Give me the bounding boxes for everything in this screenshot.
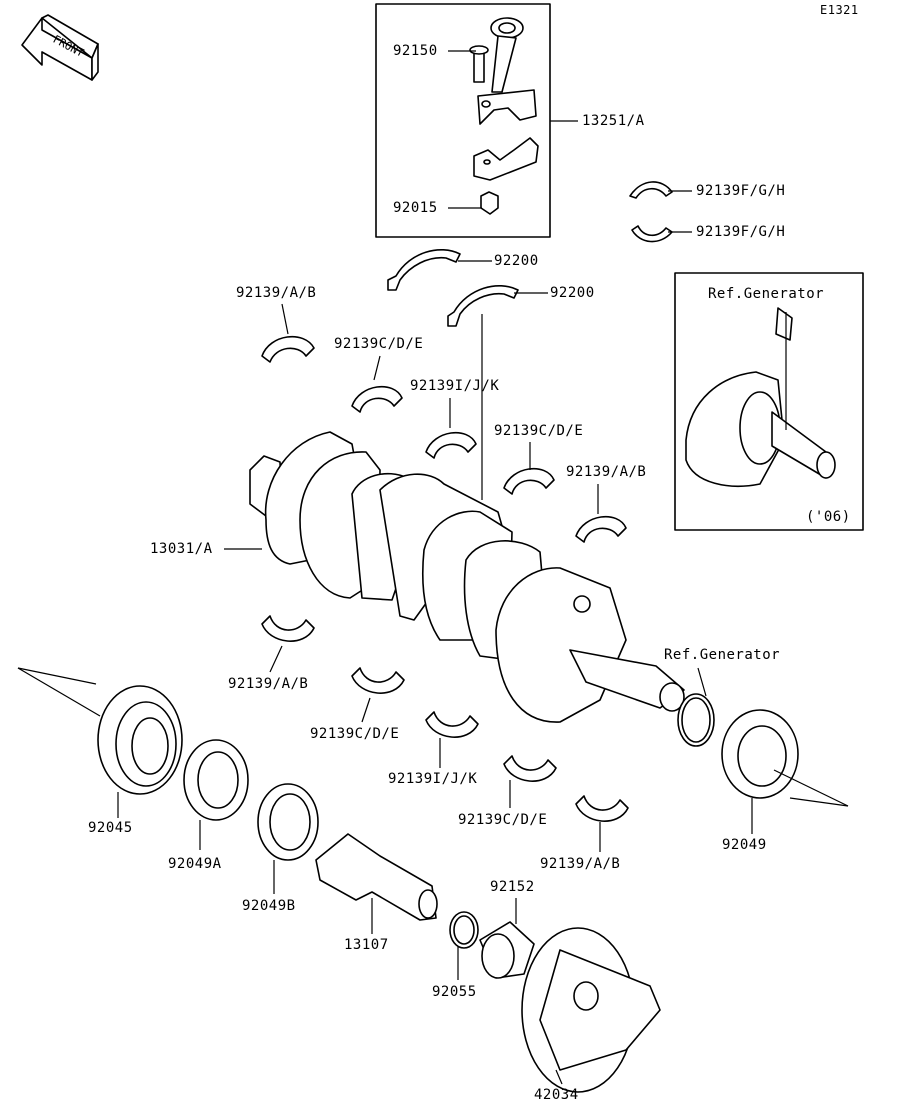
ref-generator-inset-label: Ref.Generator — [708, 286, 825, 302]
ref-generator-inset-box — [674, 272, 864, 531]
part-label-92049: 92049 — [722, 837, 767, 853]
bearing-shell-92139ab-3 — [261, 615, 315, 642]
part-label-92139ijk-2: 92139I/J/K — [388, 771, 478, 787]
bearing-shell-92139ab-2 — [575, 515, 627, 543]
part-label-42034: 42034 — [534, 1087, 579, 1103]
part-label-92152: 92152 — [490, 879, 535, 895]
bearing-shell-92139fgh-1 — [629, 181, 673, 199]
part-label-92139cde-3: 92139C/D/E — [310, 726, 400, 742]
bearing-shell-92139cde-4 — [503, 755, 557, 782]
part-label-92139fgh-1: 92139F/G/H — [696, 183, 786, 199]
part-label-92139cde-4: 92139C/D/E — [458, 812, 548, 828]
connecting-rod — [469, 17, 539, 215]
bearing-shell-92139cde-2 — [503, 467, 555, 495]
bearing-shell-92139ijk-1 — [425, 431, 477, 459]
bearing-shell-92139ab-1 — [261, 335, 315, 363]
part-label-13031a: 13031/A — [150, 541, 213, 557]
coupling-42034 — [521, 927, 661, 1093]
part-label-92015: 92015 — [393, 200, 438, 216]
ref-generator-label: Ref.Generator — [664, 647, 781, 663]
part-label-92049b: 92049B — [242, 898, 296, 914]
part-label-92139ab-3: 92139/A/B — [228, 676, 309, 692]
part-label-92139ab-4: 92139/A/B — [540, 856, 621, 872]
front-arrow-icon: FRONT — [21, 14, 99, 81]
bearing-shell-92139cde-1 — [351, 385, 403, 413]
part-label-92139ab-1: 92139/A/B — [236, 285, 317, 301]
part-label-92139fgh-2: 92139F/G/H — [696, 224, 786, 240]
generator-end-crank — [685, 307, 836, 487]
o-ring-92055 — [449, 911, 479, 949]
bearing-shell-92139ijk-2 — [425, 711, 479, 738]
part-label-92139cde-1: 92139C/D/E — [334, 336, 424, 352]
oil-seal-92049 — [721, 709, 799, 799]
part-label-92055: 92055 — [432, 984, 477, 1000]
part-label-92200-1: 92200 — [494, 253, 539, 269]
part-label-92200-2: 92200 — [550, 285, 595, 301]
part-label-92139cde-2: 92139C/D/E — [494, 423, 584, 439]
part-label-13251a: 13251/A — [582, 113, 645, 129]
leader-lines — [17, 50, 849, 1085]
o-ring-ref-generator — [677, 693, 715, 747]
part-label-92139ab-2: 92139/A/B — [566, 464, 647, 480]
diagram-code: E1321 — [820, 3, 859, 17]
collar-92152 — [479, 921, 535, 979]
part-label-92150: 92150 — [393, 43, 438, 59]
part-label-92049a: 92049A — [168, 856, 222, 872]
bearing-shell-92139ab-4 — [575, 795, 629, 822]
part-label-92139ijk-1: 92139I/J/K — [410, 378, 500, 394]
bearing-shell-92139cde-3 — [351, 667, 405, 694]
part-label-13107: 13107 — [344, 937, 389, 953]
part-label-92045: 92045 — [88, 820, 133, 836]
ref-generator-year: ('06) — [806, 509, 851, 525]
bearing-shell-92139fgh-2 — [631, 225, 673, 243]
thrust-washer-92200-2 — [447, 285, 519, 327]
oil-seal-92049a — [183, 739, 249, 821]
ball-bearing-92045 — [97, 685, 183, 795]
oil-seal-92049b — [257, 783, 319, 861]
shaft-13107 — [315, 833, 438, 921]
crankshaft — [249, 431, 685, 723]
thrust-washer-92200-1 — [387, 249, 461, 291]
